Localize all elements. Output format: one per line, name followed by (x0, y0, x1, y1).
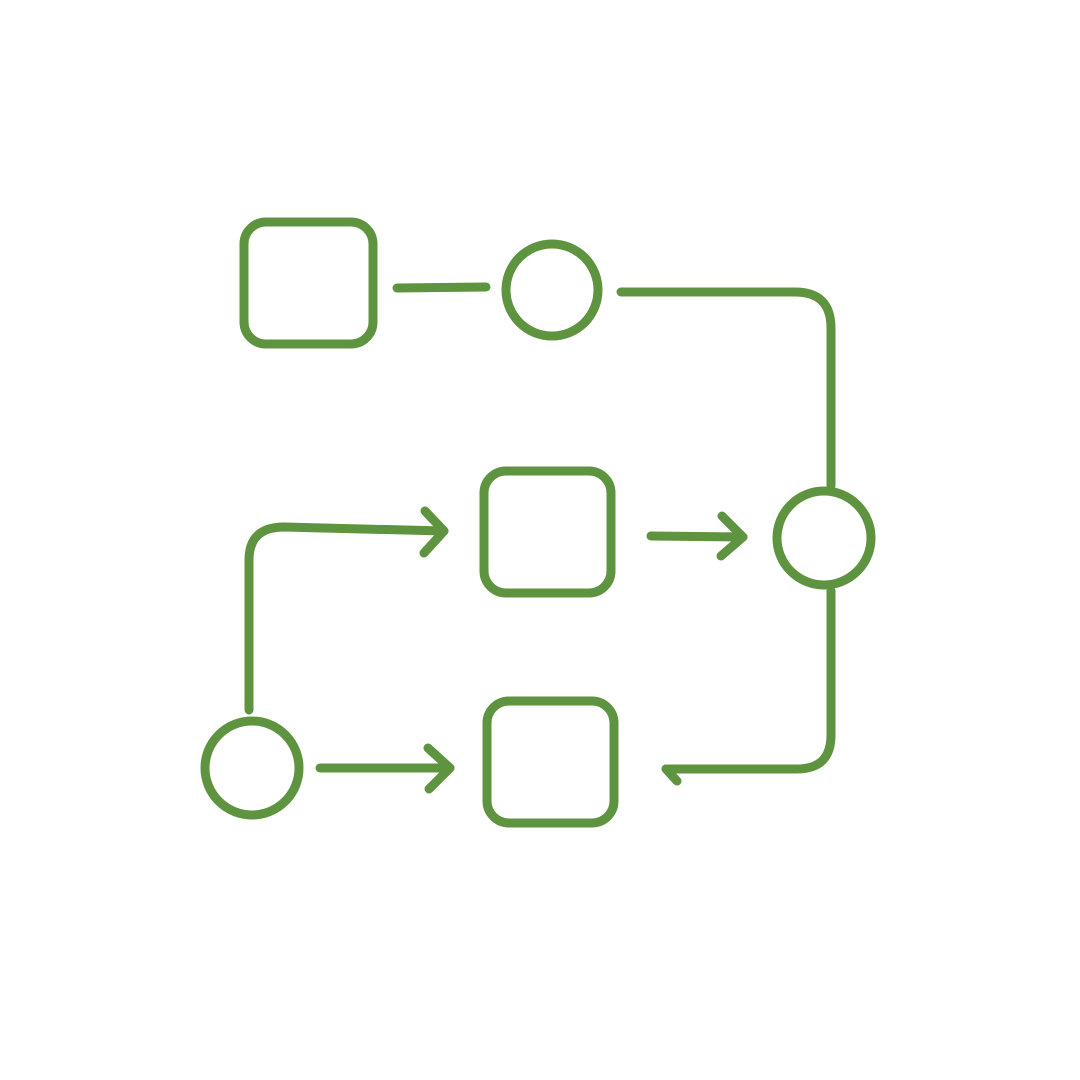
node-box-bottom (482, 696, 619, 828)
node-box-middle (479, 466, 616, 598)
arrowhead-circle-right (716, 511, 748, 561)
edge-circle-top-to-circle-right (616, 287, 836, 491)
node-circle-right (772, 486, 876, 590)
edge-box-middle-to-circle-right (646, 531, 748, 542)
edge-box-top-to-circle-top (392, 282, 491, 293)
flow-diagram (200, 217, 876, 828)
node-circle-bottom-left (200, 716, 304, 820)
edge-circle-bottom-left-to-box-middle (244, 522, 449, 715)
node-box-top (239, 217, 378, 349)
node-circle-top (501, 239, 603, 341)
arrowhead-box-bottom-left (423, 743, 455, 794)
edge-circle-right-to-box-bottom (661, 586, 836, 774)
arrowhead-box-middle-left (419, 506, 449, 558)
arrowhead-box-bottom-right (661, 764, 682, 786)
